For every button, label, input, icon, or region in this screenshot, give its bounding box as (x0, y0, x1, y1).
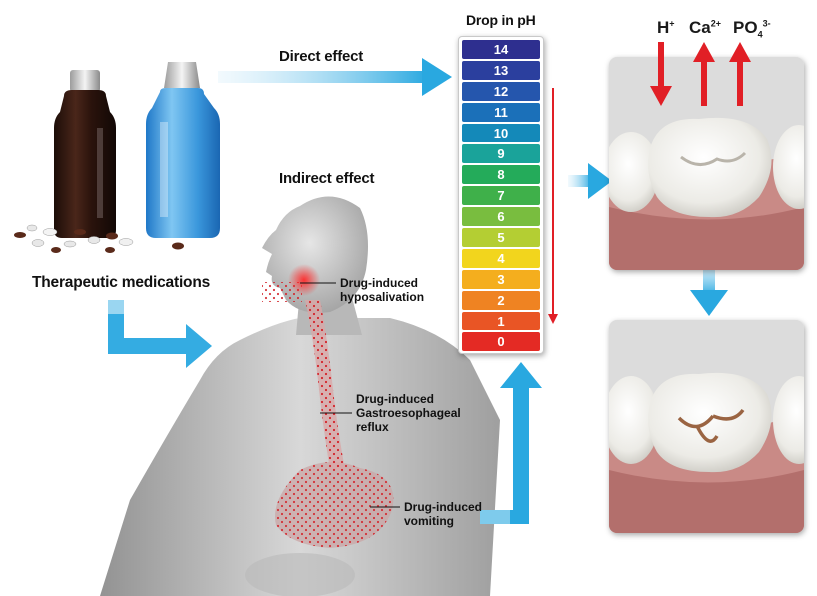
reflux-line-3: reflux (356, 420, 461, 434)
ph-cell-10: 10 (462, 124, 540, 143)
ph-cell-1: 1 (462, 312, 540, 331)
po4-ion-subscript: 4 (758, 29, 763, 39)
hyposalivation-label: Drug-induced hyposalivation (340, 276, 424, 304)
therapeutic-medications-label: Therapeutic medications (32, 274, 210, 292)
ph-cell-5: 5 (462, 228, 540, 247)
po4-ion-label: PO43- (733, 18, 771, 39)
vomiting-line-1: Drug-induced (404, 500, 482, 514)
ph-cell-12: 12 (462, 82, 540, 101)
direct-effect-label: Direct effect (279, 48, 363, 65)
h-ion-label: H+ (657, 18, 675, 38)
indirect-effect-label: Indirect effect (279, 170, 374, 187)
reflux-label: Drug-induced Gastroesophageal reflux (356, 392, 461, 434)
ca-out-arrow (693, 42, 715, 106)
vomiting-line-2: vomiting (404, 514, 482, 528)
ph-drop-arrow (548, 88, 558, 324)
ca-ion-label: Ca2+ (689, 18, 721, 38)
ph-cell-6: 6 (462, 207, 540, 226)
ca-ion-base: Ca (689, 18, 711, 37)
blue-mouthwash-bottle (146, 62, 220, 238)
reflux-line-1: Drug-induced (356, 392, 461, 406)
ph-cell-4: 4 (462, 249, 540, 268)
brown-medicine-bottle (54, 70, 116, 238)
ph-cell-14: 14 (462, 40, 540, 59)
ph-cell-8: 8 (462, 165, 540, 184)
ca-ion-charge: 2+ (711, 18, 721, 28)
po4-out-arrow (729, 42, 751, 106)
medications-to-body-arrow (108, 300, 212, 368)
ph-cell-2: 2 (462, 291, 540, 310)
ion-arrows (640, 40, 770, 110)
reflux-line-2: Gastroesophageal (356, 406, 461, 420)
drop-in-ph-title: Drop in pH (466, 12, 536, 28)
h-ion-charge: + (669, 18, 674, 28)
po4-ion-base: PO (733, 18, 758, 37)
eroded-tooth-panel (609, 320, 804, 533)
ph-to-tooth-arrow (568, 163, 612, 199)
h-in-arrow (650, 42, 672, 106)
ph-cell-0: 0 (462, 332, 540, 351)
ph-cell-7: 7 (462, 186, 540, 205)
h-ion-base: H (657, 18, 669, 37)
vomiting-label: Drug-induced vomiting (404, 500, 482, 528)
ph-cell-3: 3 (462, 270, 540, 289)
eroded-tooth-image (609, 320, 804, 533)
ph-cell-9: 9 (462, 144, 540, 163)
hyposalivation-line-1: Drug-induced (340, 276, 424, 290)
hyposalivation-line-2: hyposalivation (340, 290, 424, 304)
po4-ion-charge: 3- (763, 18, 771, 28)
ph-cell-11: 11 (462, 103, 540, 122)
ph-cell-13: 13 (462, 61, 540, 80)
